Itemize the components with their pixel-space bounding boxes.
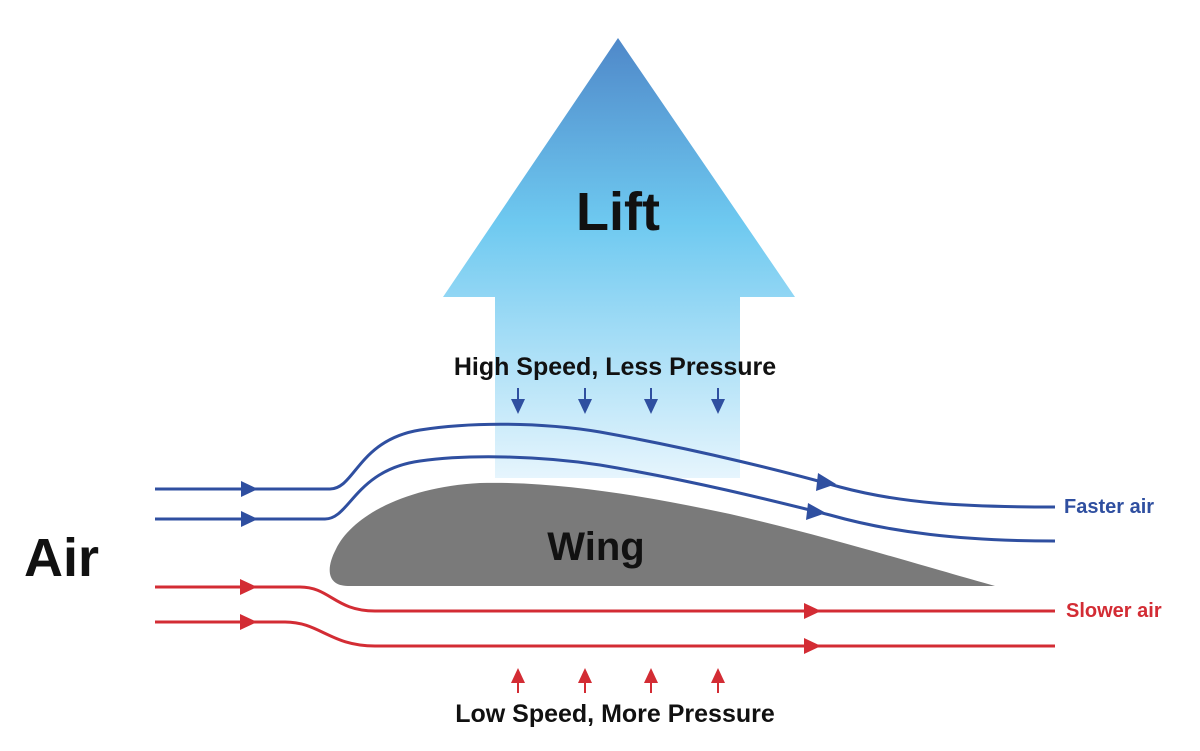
up-arrow-icon — [644, 668, 658, 693]
right-arrow-icon — [240, 614, 257, 630]
upper-pressure-arrows — [511, 388, 725, 414]
lower-flow-lines — [155, 585, 1055, 648]
down-arrow-icon — [711, 388, 725, 414]
up-arrow-icon — [711, 668, 725, 693]
right-arrow-icon — [804, 638, 821, 654]
faster-air-label: Faster air — [1064, 496, 1154, 518]
right-arrow-icon — [804, 603, 821, 619]
right-arrow-icon — [240, 579, 257, 595]
upper-flow-arrowheads — [241, 473, 836, 527]
right-arrow-icon — [241, 511, 258, 527]
upper-flow-line-1 — [155, 422, 1056, 509]
wing-label: Wing — [547, 525, 644, 569]
up-arrow-icon — [578, 668, 592, 693]
down-arrow-icon — [578, 388, 592, 414]
down-arrow-icon — [644, 388, 658, 414]
right-arrow-icon — [816, 473, 836, 491]
up-arrow-icon — [511, 668, 525, 693]
lower-pressure-arrows — [511, 668, 725, 693]
lower-flow-line-1 — [155, 585, 1055, 613]
slower-air-label: Slower air — [1066, 600, 1162, 622]
air-label: Air — [24, 528, 99, 588]
down-arrow-icon — [511, 388, 525, 414]
high-speed-label: High Speed, Less Pressure — [454, 353, 776, 381]
upper-flow-line-2 — [155, 455, 1056, 543]
upper-flow-lines — [155, 422, 1056, 543]
lower-flow-arrowheads — [240, 579, 821, 654]
lower-flow-line-2 — [155, 620, 1055, 648]
right-arrow-icon — [241, 481, 258, 497]
wing-shape — [329, 482, 995, 586]
low-speed-label: Low Speed, More Pressure — [455, 700, 775, 728]
lift-arrow — [443, 38, 795, 478]
right-arrow-icon — [806, 503, 826, 520]
lift-label: Lift — [576, 182, 660, 242]
